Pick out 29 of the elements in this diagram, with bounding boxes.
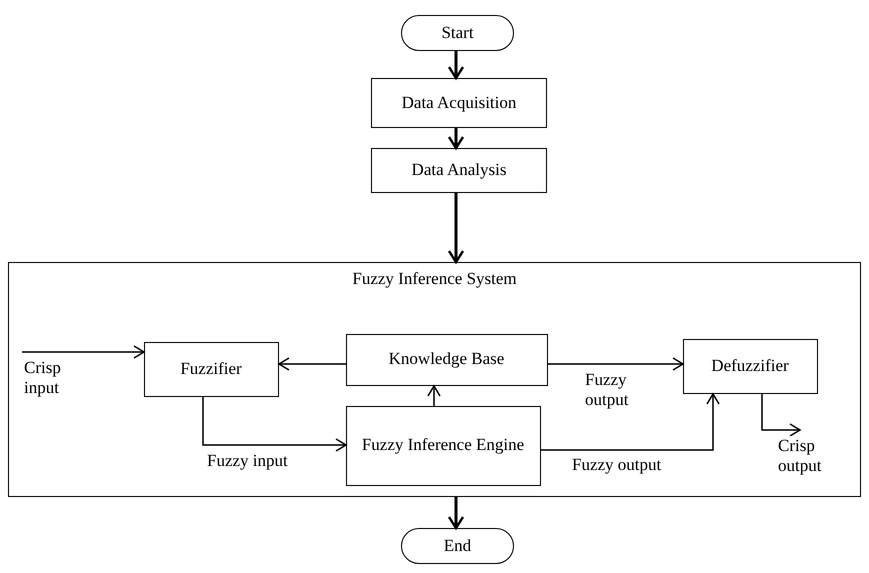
arrow (541, 393, 720, 451)
node-label: Fuzzifier (180, 358, 242, 380)
frame-title: Fuzzy Inference System (352, 269, 517, 290)
node-label: Start (441, 22, 474, 44)
system-frame (8, 262, 861, 497)
node-label: Fuzzy Inference Engine (362, 435, 524, 456)
arrow (448, 497, 464, 530)
arrow (448, 128, 464, 150)
arrow (22, 345, 145, 359)
process-box (371, 148, 547, 193)
arrow (278, 357, 346, 371)
node-label: Knowledge Base (388, 349, 504, 370)
process-box (682, 338, 818, 394)
node-label: Data Analysis (412, 160, 506, 181)
node-label: End (444, 536, 472, 556)
node-label: Defuzzifier (711, 356, 789, 376)
process-box (144, 342, 278, 396)
arrow (448, 51, 464, 80)
terminal-pill (401, 15, 514, 51)
arrow (427, 385, 441, 406)
arrow (761, 394, 801, 437)
process-box (346, 334, 548, 386)
node-label: Data Acquisition (402, 92, 516, 114)
arrow (448, 193, 464, 264)
process-box (346, 406, 540, 486)
arrow (202, 397, 347, 452)
arrow (548, 357, 684, 371)
terminal-pill (401, 528, 514, 564)
process-box (371, 78, 547, 128)
